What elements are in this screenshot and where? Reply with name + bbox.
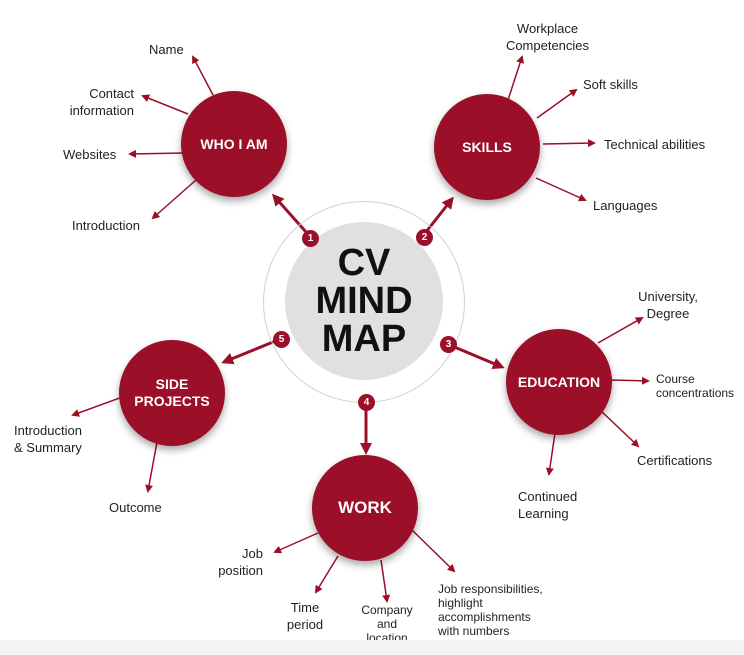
leaf-line [314, 555, 339, 594]
leaf-label: Name [149, 42, 184, 57]
leaf-label: Company and location [361, 603, 413, 645]
leaf-line [141, 94, 189, 115]
badge-5: 5 [273, 331, 290, 348]
node-label: WHO I AM [200, 136, 268, 152]
center-title: CV MIND MAP [285, 222, 443, 380]
center-title-text: CV MIND MAP [315, 242, 413, 360]
badge-4: 4 [358, 394, 375, 411]
node-work: WORK [312, 455, 418, 561]
leaf-label: University, Degree [638, 289, 698, 321]
leaf-line [507, 55, 524, 101]
leaf-label: Job responsibilities, highlight accompli… [438, 582, 543, 638]
leaf-label: Introduction & Summary [14, 423, 82, 455]
bottom-strip [0, 640, 744, 655]
node-label: SIDE PROJECTS [134, 376, 210, 409]
node-side-projects: SIDE PROJECTS [119, 340, 225, 446]
leaf-label: Time period [286, 600, 324, 632]
leaf-line [609, 376, 650, 385]
leaf-line [545, 432, 556, 476]
leaf-line [597, 317, 644, 344]
leaf-line [380, 559, 391, 603]
leaf-line [151, 179, 197, 220]
leaf-label: Course concentrations [656, 372, 735, 400]
node-who-i-am: WHO I AM [181, 91, 287, 197]
node-label: SKILLS [462, 139, 512, 155]
leaf-label: Workplace Competencies [505, 21, 590, 53]
leaf-label: Continued Learning [518, 489, 578, 521]
leaf-line [145, 441, 158, 493]
leaf-line [542, 139, 596, 148]
badge-1: 1 [302, 230, 319, 247]
leaf-label: Job position [218, 546, 263, 578]
leaf-label: Technical abilities [604, 137, 706, 152]
leaf-line [535, 177, 587, 202]
leaf-line [599, 409, 640, 448]
leaf-line [128, 149, 185, 158]
leaf-label: Certifications [637, 453, 713, 468]
badge-2: 2 [416, 229, 433, 246]
leaf-line [71, 394, 129, 417]
node-education: EDUCATION [506, 329, 612, 435]
leaf-label: Contact information [69, 86, 134, 118]
leaf-line [536, 88, 578, 119]
node-skills: SKILLS [434, 94, 540, 200]
connector-side [221, 338, 279, 365]
connector-education [451, 344, 505, 370]
leaf-line [273, 532, 319, 554]
leaf-label: Outcome [109, 500, 162, 515]
node-label: EDUCATION [517, 374, 601, 390]
node-label: WORK [338, 498, 392, 517]
leaf-label: Languages [593, 198, 658, 213]
leaf-label: Websites [63, 147, 117, 162]
badge-3: 3 [440, 336, 457, 353]
leaf-label: Introduction [72, 218, 140, 233]
leaf-line [192, 55, 214, 96]
leaf-line [411, 529, 456, 573]
leaf-label: Soft skills [583, 77, 638, 92]
